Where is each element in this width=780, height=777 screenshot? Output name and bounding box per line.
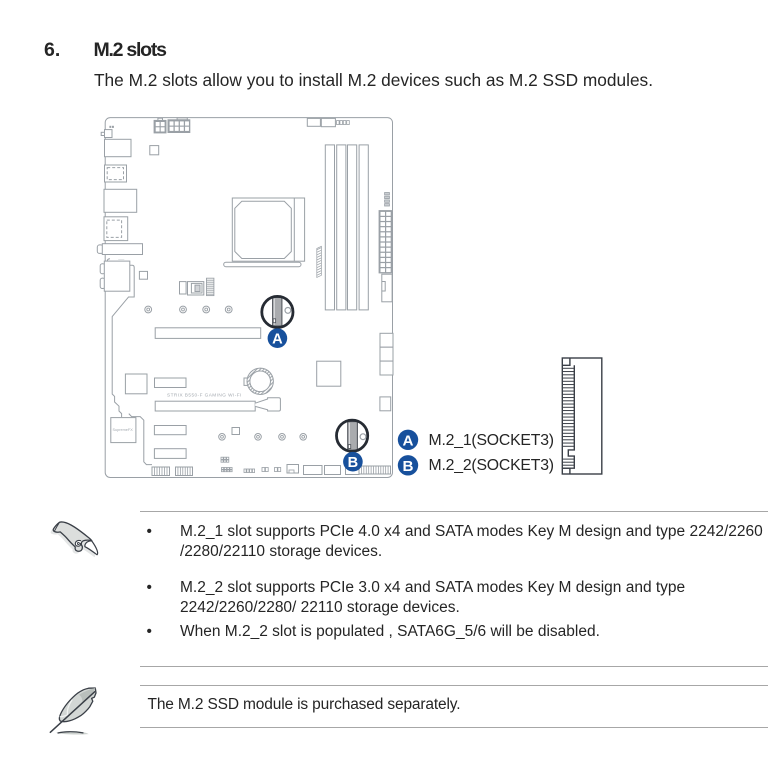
svg-text:STRIX B550-F GAMING WI-FI: STRIX B550-F GAMING WI-FI: [167, 393, 242, 398]
svg-text:B: B: [348, 455, 359, 471]
svg-text:B: B: [403, 458, 414, 475]
svg-text:SupremeFX: SupremeFX: [113, 428, 134, 432]
svg-text:A: A: [403, 432, 414, 449]
svg-text:A: A: [272, 332, 283, 348]
